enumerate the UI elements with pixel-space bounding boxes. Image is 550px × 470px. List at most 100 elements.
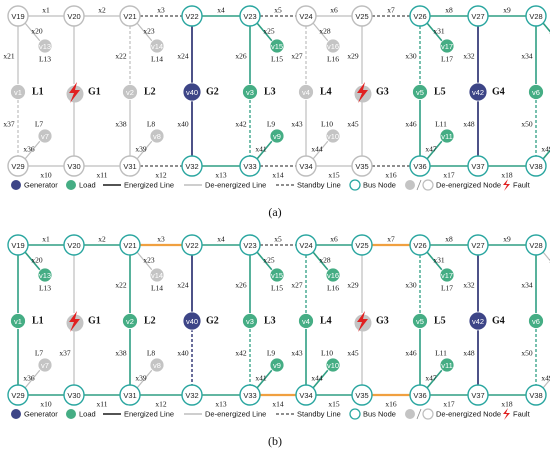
bus-node-V32: V32 bbox=[181, 384, 203, 406]
bus-node-V36: V36 bbox=[409, 155, 431, 177]
load-node-v8: v8 bbox=[149, 128, 165, 144]
mid-node-v4-label: v4 bbox=[302, 317, 310, 326]
load-node-v9-label: v9 bbox=[273, 361, 281, 370]
edge-label-x12: x12 bbox=[155, 400, 167, 409]
legend-load-icon bbox=[66, 180, 76, 190]
fault-icon bbox=[66, 82, 84, 103]
bus-ring-V25 bbox=[351, 234, 373, 256]
bus-label-V34: V34 bbox=[299, 162, 312, 171]
fault-icon bbox=[354, 311, 372, 332]
mid-node-v4: v4 bbox=[298, 313, 314, 329]
bus-label-V37: V37 bbox=[471, 391, 484, 400]
bus-node-V38: V38 bbox=[525, 155, 547, 177]
bus-node-V35: V35 bbox=[351, 155, 373, 177]
bus-ring-V36 bbox=[409, 155, 431, 177]
edge-label-x39: x39 bbox=[135, 145, 147, 154]
mid-node-v42-label: v42 bbox=[472, 317, 484, 326]
bus-label-V30: V30 bbox=[67, 162, 80, 171]
bus-ring-V30 bbox=[63, 384, 85, 406]
edge-label-x30: x30 bbox=[405, 281, 417, 290]
bus-label-V35: V35 bbox=[355, 391, 368, 400]
load-node-v15-label: v15 bbox=[271, 42, 283, 51]
bus-ring-V31 bbox=[119, 384, 141, 406]
load-node-v11-circle bbox=[439, 128, 455, 144]
legend-fault-label: Fault bbox=[513, 181, 531, 190]
load-node-v7-label: v7 bbox=[41, 132, 49, 141]
bus-node-V28: V28 bbox=[525, 234, 547, 256]
bus-ring-V20 bbox=[63, 5, 85, 27]
bus-node-V30: V30 bbox=[63, 384, 85, 406]
mid-tag-G4: G4 bbox=[492, 87, 505, 98]
bus-ring-V27 bbox=[467, 234, 489, 256]
bus-ring-V23 bbox=[239, 234, 261, 256]
edge-label-x47: x47 bbox=[425, 145, 437, 154]
edge-label-x18: x18 bbox=[501, 171, 513, 180]
edge-label-x13: x13 bbox=[215, 400, 227, 409]
edge-label-x43: x43 bbox=[291, 349, 303, 358]
edge-label-x38: x38 bbox=[115, 120, 127, 129]
bus-ring-V26 bbox=[409, 234, 431, 256]
edge-label-x50: x50 bbox=[521, 349, 533, 358]
edge-label-x46: x46 bbox=[405, 120, 417, 129]
load-tag-L10: L10 bbox=[321, 349, 333, 358]
edge-label-x24: x24 bbox=[177, 52, 189, 61]
bus-node-V30: V30 bbox=[63, 155, 85, 177]
mid-node-v2-label: v2 bbox=[126, 88, 134, 97]
load-tag-L15: L15 bbox=[271, 55, 283, 64]
load-tag-L11: L11 bbox=[435, 349, 447, 358]
edge-label-x15: x15 bbox=[328, 171, 340, 180]
load-node-v13-circle bbox=[37, 267, 53, 283]
mid-node-v1-label: v1 bbox=[14, 88, 22, 97]
edge-label-x6: x6 bbox=[330, 6, 338, 15]
bottom-load-line-x44 bbox=[312, 140, 329, 160]
load-node-v8-label: v8 bbox=[153, 361, 161, 370]
load-node-v7: v7 bbox=[37, 128, 53, 144]
mid-node-v2-circle bbox=[122, 313, 138, 329]
legend-fault-icon bbox=[503, 179, 510, 191]
bus-node-V34: V34 bbox=[295, 155, 317, 177]
load-tag-L14: L14 bbox=[151, 55, 163, 64]
mid-tag-L3: L3 bbox=[264, 87, 276, 98]
bus-ring-V29 bbox=[7, 155, 29, 177]
edge-label-x37: x37 bbox=[3, 120, 15, 129]
load-node-v16: v16 bbox=[325, 267, 341, 283]
bus-label-V36: V36 bbox=[413, 162, 426, 171]
mid-node-v1: v1 bbox=[10, 313, 26, 329]
bus-ring-V32 bbox=[181, 384, 203, 406]
load-node-v10: v10 bbox=[325, 128, 341, 144]
load-node-v17-circle bbox=[439, 267, 455, 283]
bus-label-V25: V25 bbox=[355, 12, 368, 21]
bottom-load-line-x39 bbox=[136, 140, 153, 160]
edge-label-x14: x14 bbox=[272, 400, 284, 409]
edge-label-x24: x24 bbox=[177, 281, 189, 290]
edge-label-x36: x36 bbox=[23, 145, 35, 154]
mid-node-v3-label: v3 bbox=[246, 317, 254, 326]
edge-label-x13: x13 bbox=[215, 171, 227, 180]
mid-node-v3-circle bbox=[242, 84, 258, 100]
load-node-v9: v9 bbox=[269, 357, 285, 373]
load-node-v15: v15 bbox=[269, 38, 285, 54]
bus-label-V30: V30 bbox=[67, 391, 80, 400]
mid-node-v2: v2 bbox=[122, 84, 138, 100]
legend-load-icon bbox=[66, 409, 76, 419]
load-node-v13-label: v13 bbox=[39, 271, 51, 280]
edge-label-x50: x50 bbox=[521, 120, 533, 129]
bus-ring-V34 bbox=[295, 384, 317, 406]
mid-node-v40: v40 bbox=[182, 311, 202, 331]
load-tag-L17: L17 bbox=[441, 284, 453, 293]
edge-label-x44: x44 bbox=[311, 145, 323, 154]
top-load-line-x31 bbox=[426, 22, 443, 42]
edge-label-x48: x48 bbox=[463, 349, 475, 358]
load-node-v14-circle bbox=[149, 267, 165, 283]
top-load-line-x25 bbox=[256, 251, 273, 271]
load-node-v17-circle bbox=[439, 38, 455, 54]
mid-node-v6: v6 bbox=[528, 84, 544, 100]
top-load-line-x31 bbox=[426, 251, 443, 271]
edge-label-x22: x22 bbox=[115, 52, 127, 61]
bus-label-V23: V23 bbox=[243, 241, 256, 250]
edge-label-x18: x18 bbox=[501, 400, 513, 409]
bus-ring-V25 bbox=[351, 5, 373, 27]
mid-node-v40-label: v40 bbox=[186, 317, 198, 326]
bus-label-V37: V37 bbox=[471, 162, 484, 171]
top-load-line-x28 bbox=[312, 22, 329, 42]
